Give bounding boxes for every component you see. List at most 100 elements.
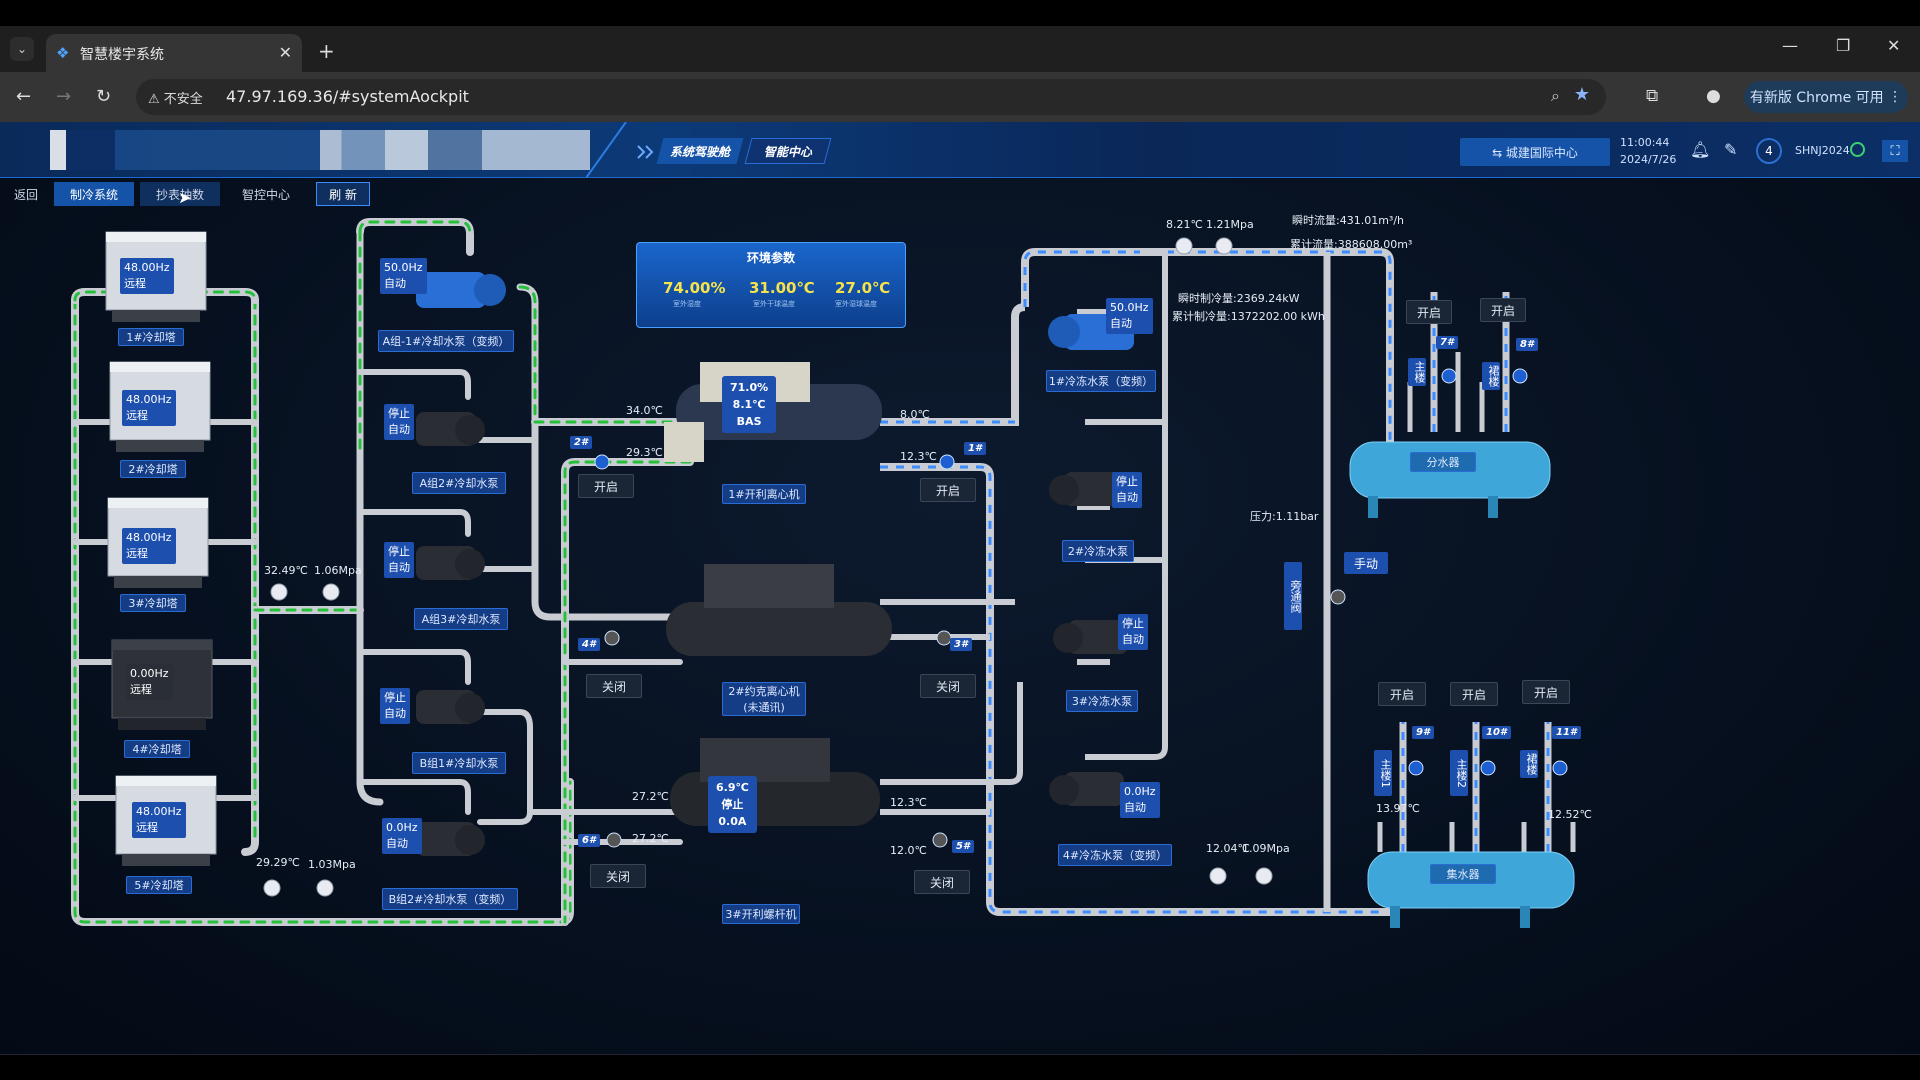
location-switch-button[interactable]: ⇆ 城建国际中心 — [1460, 138, 1610, 166]
chilled-pump-4-line1: 0.0Hz — [1124, 785, 1156, 798]
restore-icon[interactable]: ❐ — [1836, 36, 1851, 55]
chrome-update-button[interactable]: 有新版 Chrome 可用 ⋮ — [1744, 81, 1908, 113]
tab-search-dropdown-icon[interactable]: ⌄ — [10, 37, 34, 61]
valve-6-state-button[interactable]: 关闭 — [590, 864, 646, 888]
bypass-valve-icon[interactable] — [1330, 589, 1346, 605]
cooling-pump-4-status[interactable]: 停止自动 — [380, 688, 410, 724]
valve-4-state-button[interactable]: 关闭 — [586, 674, 642, 698]
bypass-manual-button[interactable]: 手动 — [1344, 552, 1388, 574]
collector-label[interactable]: 集水器 — [1430, 864, 1496, 884]
valve-7-icon[interactable] — [1441, 368, 1457, 384]
branch-9-state-button[interactable]: 开启 — [1378, 682, 1426, 706]
chiller-3-status[interactable]: 6.9℃ 停止 0.0A — [708, 776, 757, 833]
cooling-tower-4-label[interactable]: 4#冷却塔 — [124, 740, 190, 758]
tab-control-center[interactable]: 智控中心 — [241, 187, 290, 202]
chilled-pump-3-label[interactable]: 3#冷冻水泵 — [1066, 690, 1138, 712]
chiller-3-label[interactable]: 3#开利螺杆机 — [722, 904, 800, 924]
valve-4-icon[interactable] — [604, 630, 620, 646]
fullscreen-icon[interactable]: ⛶ — [1882, 140, 1908, 162]
valve-5-number: 5# — [952, 840, 974, 853]
thermometer-gauge-icon — [1209, 867, 1227, 885]
chilled-pump-2-status[interactable]: 停止自动 — [1112, 472, 1142, 508]
cooling-pump-3-label[interactable]: A组3#冷却水泵 — [414, 608, 508, 630]
edit-icon[interactable]: ✎ — [1724, 140, 1738, 159]
notification-count[interactable]: 4 — [1756, 138, 1782, 164]
valve-9-icon[interactable] — [1408, 760, 1424, 776]
valve-5-icon[interactable] — [932, 832, 948, 848]
branch-10-state-button[interactable]: 开启 — [1450, 682, 1498, 706]
header-time: 11:00:44 — [1620, 136, 1670, 149]
cooling-pump-3-status[interactable]: 停止自动 — [384, 542, 414, 578]
bookmark-star-icon[interactable]: ★ — [1573, 84, 1590, 105]
tab-refrigeration-system[interactable]: 制冷系统 — [54, 182, 134, 206]
cooling-pump-2-label[interactable]: A组2#冷却水泵 — [412, 472, 506, 494]
browser-tab[interactable]: ❖ 智慧楼宇系统 ✕ — [46, 34, 302, 72]
close-tab-icon[interactable]: ✕ — [278, 43, 292, 62]
cooling-pump-1-label[interactable]: A组-1#冷却水泵（变频） — [378, 330, 514, 352]
instant-cooling: 瞬时制冷量:2369.24kW — [1178, 292, 1300, 305]
chilled-pump-4-label[interactable]: 4#冷冻水泵（变频） — [1058, 844, 1172, 866]
valve-6-icon[interactable] — [606, 832, 622, 848]
update-label: 有新版 Chrome 可用 — [1749, 90, 1884, 106]
valve-3-state-button[interactable]: 关闭 — [920, 674, 976, 698]
branch-7-state-button[interactable]: 开启 — [1406, 300, 1452, 324]
cooling-pump-3-line1: 停止 — [388, 545, 410, 558]
profile-icon[interactable]: ● — [1706, 86, 1721, 106]
reload-icon[interactable]: ↻ — [96, 86, 112, 107]
header-decoration — [586, 122, 654, 178]
valve-2-state-button[interactable]: 开启 — [578, 474, 634, 498]
chilled-pump-2-label[interactable]: 2#冷冻水泵 — [1062, 540, 1134, 562]
chiller-1-label[interactable]: 1#开利离心机 — [722, 484, 806, 504]
tab-meter-reading[interactable]: 抄表抽数 — [140, 182, 220, 206]
valve-11-icon[interactable] — [1552, 760, 1568, 776]
return-temp: 12.04℃ — [1206, 842, 1250, 855]
valve-1-state-button[interactable]: 开启 — [920, 478, 976, 502]
chiller-2-label[interactable]: 2#约克离心机 (未通讯) — [722, 682, 806, 716]
close-window-icon[interactable]: ✕ — [1887, 36, 1901, 55]
refresh-button[interactable]: 刷 新 — [316, 182, 370, 206]
branch-8-state-button[interactable]: 开启 — [1480, 298, 1526, 322]
zoom-icon[interactable]: ⌕ — [1551, 86, 1560, 105]
address-bar[interactable]: ⚠ 不安全 47.97.169.36/#systemAockpit ⌕ ★ — [136, 79, 1606, 115]
bell-icon[interactable]: 🔔︎ — [1690, 140, 1711, 159]
back-button[interactable]: 返回 — [13, 187, 38, 202]
cooling-pump-1-graphic — [416, 272, 506, 308]
forward-icon[interactable]: → — [56, 86, 72, 107]
chilled-pump-3-status[interactable]: 停止自动 — [1118, 614, 1148, 650]
branch-11-label: 裙楼 — [1520, 750, 1538, 778]
cooling-tower-3-label[interactable]: 3#冷却塔 — [120, 594, 186, 612]
cooling-tower-2-label[interactable]: 2#冷却塔 — [120, 460, 186, 478]
valve-10-icon[interactable] — [1480, 760, 1496, 776]
chilled-pump-1-label[interactable]: 1#冷冻水泵（变频） — [1046, 370, 1156, 392]
cooling-tower-4-mode: 远程 — [130, 683, 152, 696]
branch-11-state-button[interactable]: 开启 — [1522, 680, 1570, 704]
chiller-1-status[interactable]: 71.0% 8.1℃ BAS — [722, 376, 777, 433]
cooling-tower-1-label[interactable]: 1#冷却塔 — [118, 328, 184, 346]
not-secure-indicator[interactable]: ⚠ 不安全 — [148, 92, 203, 107]
valve-2-icon[interactable] — [594, 454, 610, 470]
valve-8-icon[interactable] — [1512, 368, 1528, 384]
cooling-tower-5-label[interactable]: 5#冷却塔 — [126, 876, 192, 894]
url-text[interactable]: 47.97.169.36/#systemAockpit — [226, 87, 469, 106]
minimize-icon[interactable]: — — [1782, 36, 1798, 55]
back-icon[interactable]: ← — [16, 86, 32, 107]
extensions-icon[interactable]: ⧉ — [1646, 86, 1659, 106]
valve-5-state-button[interactable]: 关闭 — [914, 870, 970, 894]
cooling-pump-2-status[interactable]: 停止自动 — [384, 404, 414, 440]
valve-3-icon[interactable] — [936, 630, 952, 646]
new-tab-icon[interactable]: + — [318, 39, 335, 63]
distributor-label[interactable]: 分水器 — [1410, 452, 1476, 472]
cooling-pump-5-label[interactable]: B组2#冷却水泵（变频） — [382, 888, 518, 910]
cooling-pump-4-label[interactable]: B组1#冷却水泵 — [412, 752, 506, 774]
valve-1-icon[interactable] — [939, 454, 955, 470]
app-header: 系统驾驶舱 智能中心 ⇆ 城建国际中心 11:00:44 2024/7/26 🔔… — [0, 122, 1920, 178]
